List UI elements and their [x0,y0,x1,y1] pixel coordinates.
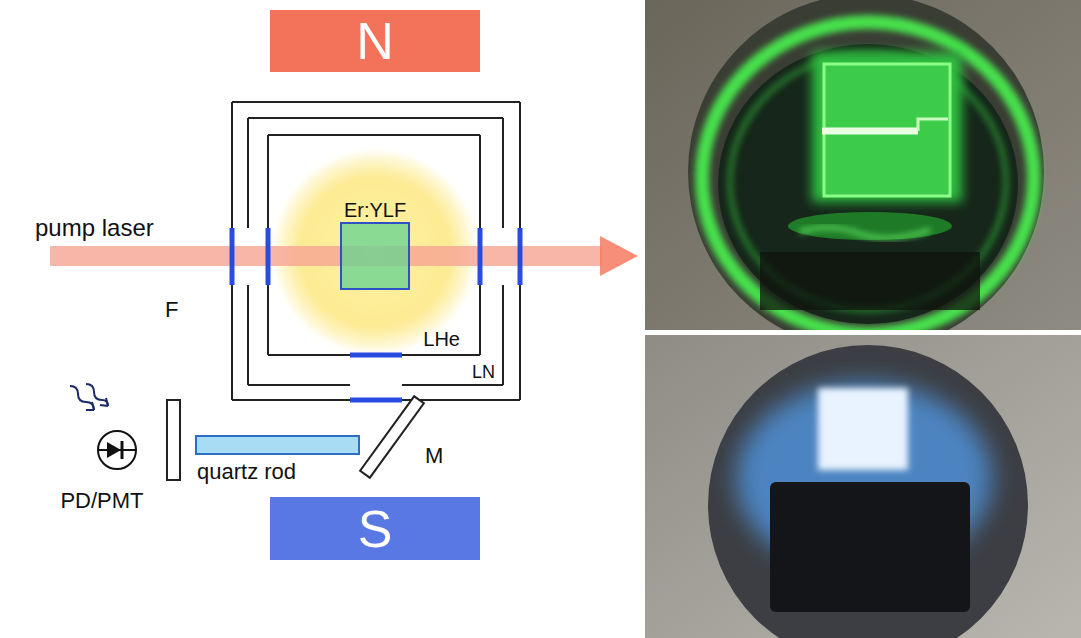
diode-bar [121,441,124,459]
magnet-pole: S [270,497,480,560]
pole-letter: S [358,503,393,555]
quartz-rod: quartz rod [195,435,360,455]
filter-label: F [165,297,178,322]
window [230,228,235,285]
light-arrowhead [100,398,108,406]
magnet-pole: N [270,10,480,72]
crystal [818,388,908,470]
crystal-glow [812,52,962,202]
holder-glow [788,212,952,240]
mirror [360,396,424,477]
window [478,228,483,285]
window [350,398,402,403]
light-wave [86,384,108,406]
inner-ring [730,54,1006,310]
laser-arrowhead [600,236,638,276]
photodetector: PD/PMT [56,428,148,470]
helium-wall [268,135,480,355]
photo-blue-fluorescence [645,335,1081,638]
holder [770,482,970,612]
port-interior [718,44,1018,324]
window [518,228,523,285]
window [266,228,271,285]
nitrogen-shield: LN LHe Er:YLF [248,118,503,385]
beam-label: pump laser [35,214,154,242]
crystal-sample: Er:YLF [340,222,410,290]
photo-green-fluorescence [645,0,1081,330]
green-ring [702,22,1034,330]
reflection [800,227,930,238]
diode-triangle [107,442,121,458]
part-label: LHe [423,328,460,351]
shadow [760,252,980,310]
beam-trace [918,119,948,131]
mirror-label: M [425,443,443,468]
part-label: LN [472,362,495,383]
helium-chamber: LHe Er:YLF [268,135,480,355]
light-arrowhead [86,402,94,410]
detector-circle [98,431,136,469]
part-label: quartz rod [197,459,296,484]
part-label: Er:YLF [344,199,406,222]
light-wave [70,386,94,410]
part-label: PD/PMT [60,488,143,513]
window [350,353,402,358]
port-rim [708,345,1028,638]
light-arrows [70,384,108,410]
pole-letter: N [356,15,394,67]
optical-filter [167,400,180,480]
beam-trace [822,128,918,135]
photodiode-symbol [56,428,148,470]
port-rim [688,0,1044,330]
